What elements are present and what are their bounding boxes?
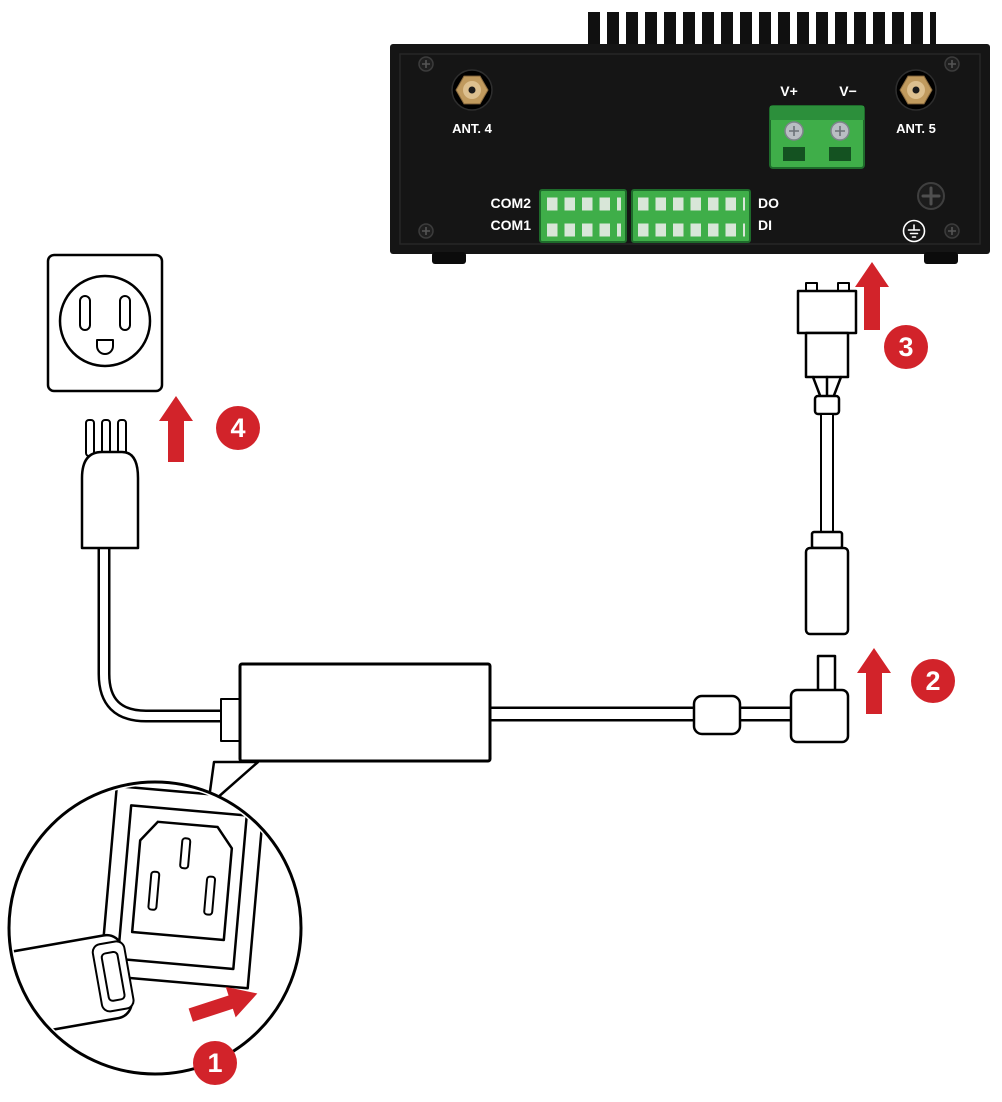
outlet-slot-left	[79, 295, 91, 331]
heatsink-fins	[588, 12, 936, 46]
device-foot-left	[432, 252, 466, 264]
dc-plug-body	[789, 688, 850, 744]
inlet-pin-right	[203, 875, 217, 916]
step3-number: 3	[898, 332, 913, 362]
wall-outlet	[46, 253, 164, 393]
wall-plug	[80, 419, 140, 550]
dc-cable	[820, 413, 834, 535]
magnifier-wedge	[206, 760, 260, 808]
ac-inlet	[99, 785, 266, 990]
step2-arrow-icon	[857, 648, 891, 714]
inlet-pin-ground	[179, 837, 192, 870]
power-terminal-block	[769, 105, 865, 169]
plug-prong-left	[85, 419, 95, 457]
ant4-label: ANT. 4	[452, 121, 493, 136]
plug-body	[80, 450, 140, 550]
ferrite-bead	[692, 694, 742, 736]
com-terminal-block	[539, 189, 627, 243]
plug-head	[796, 289, 858, 335]
dc-plug-tip	[816, 654, 837, 696]
do-label: DO	[758, 195, 779, 211]
terminal-flange	[770, 106, 864, 120]
vminus-label: V−	[839, 83, 857, 99]
device-foot-right	[924, 252, 958, 264]
step1-badge: 1	[193, 1041, 237, 1085]
ant5-label: ANT. 5	[896, 121, 936, 136]
inlet-plug-face-detail	[100, 950, 126, 1002]
corner-screw-bottom-right	[944, 223, 960, 239]
step2-badge: 2	[911, 659, 955, 703]
step1-number: 1	[207, 1048, 222, 1078]
inlet-pin-left	[147, 870, 161, 911]
outlet-slot-right	[119, 295, 131, 331]
magnifier-contents	[12, 785, 266, 1036]
vplus-label: V+	[780, 83, 798, 99]
dc-plug-male	[789, 654, 850, 744]
dc-jack-female	[804, 546, 850, 636]
ground-symbol-icon	[902, 219, 926, 243]
corner-screw-top-left	[418, 56, 434, 72]
step2-number: 2	[925, 666, 940, 696]
com1-label: COM1	[491, 217, 532, 233]
step3-arrow-icon	[855, 262, 889, 330]
sma-connector-ant5-icon	[895, 69, 937, 111]
power-adapter	[238, 662, 492, 763]
ac-cord	[97, 548, 226, 723]
corner-screw-top-right	[944, 56, 960, 72]
di-label: DI	[758, 217, 772, 233]
plug-prong-right	[117, 419, 127, 457]
grounding-screw	[917, 182, 945, 210]
power-plug-connector	[796, 282, 858, 636]
plug-prong-middle	[101, 419, 111, 457]
sma-connector-ant4-icon	[451, 69, 493, 111]
step4-arrow-icon	[159, 396, 193, 462]
step3-badge: 3	[884, 325, 928, 369]
step4-badge: 4	[216, 406, 260, 450]
jack-collar	[810, 530, 844, 550]
io-terminal-block	[631, 189, 751, 243]
device-face-panel	[399, 53, 981, 245]
cable-collar	[813, 394, 841, 416]
step4-number: 4	[230, 413, 245, 443]
step1-arrow-icon	[188, 986, 258, 1022]
terminal-hole-right	[829, 147, 851, 161]
terminal-hole-left	[783, 147, 805, 161]
plug-body	[804, 331, 850, 379]
outlet-ground-hole	[96, 339, 114, 355]
com2-label: COM2	[491, 195, 532, 211]
device: ANT. 4 ANT. 5 V+ V− COM2 COM1	[390, 12, 990, 264]
corner-screw-bottom-left	[418, 223, 434, 239]
